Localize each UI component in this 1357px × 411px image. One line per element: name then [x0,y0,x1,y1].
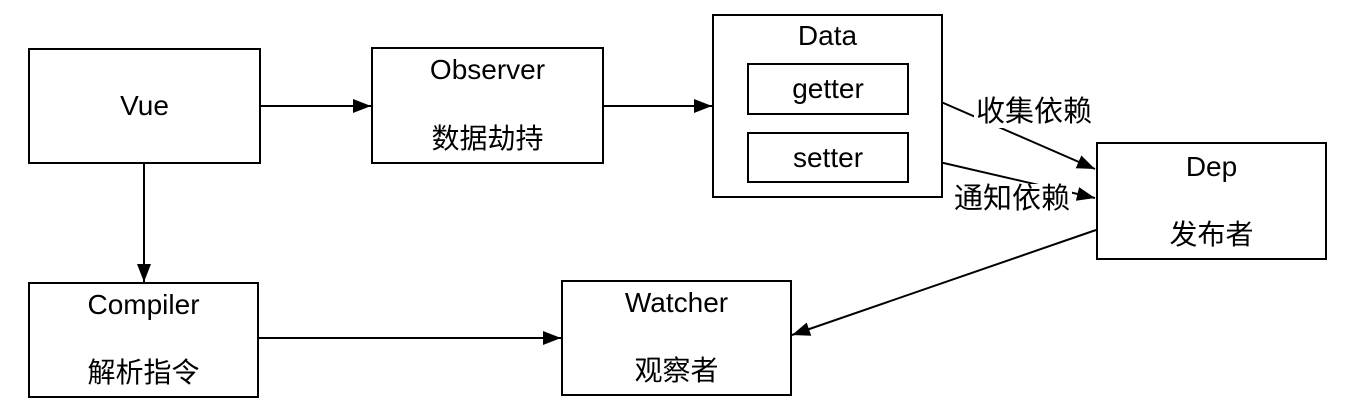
watcher-node: Watcher 观察者 [561,280,792,396]
collect-dependencies-label: 收集依赖 [974,96,1095,128]
setter-box: setter [747,132,909,183]
dep-node-subtitle: 发布者 [1169,219,1254,250]
compiler-node-title: Compiler [87,289,200,320]
data-node: Data getter setter [712,14,943,198]
observer-node: Observer 数据劫持 [371,47,604,164]
getter-label: getter [792,73,864,104]
getter-box: getter [747,63,909,115]
compiler-node: Compiler 解析指令 [28,282,259,398]
data-node-title: Data [797,20,858,51]
compiler-node-subtitle: 解析指令 [87,357,200,388]
vue-node: Vue [28,48,261,164]
arrow-dep-to-watcher [791,229,1097,336]
watcher-node-subtitle: 观察者 [634,355,719,386]
dep-node: Dep 发布者 [1096,142,1327,260]
setter-label: setter [792,141,864,173]
watcher-node-title: Watcher [624,287,729,318]
observer-node-title: Observer [429,54,546,85]
observer-node-subtitle: 数据劫持 [431,123,544,154]
notify-dependencies-label: 通知依赖 [952,183,1073,215]
vue-node-title: Vue [120,90,169,121]
dep-node-title: Dep [1185,151,1238,182]
